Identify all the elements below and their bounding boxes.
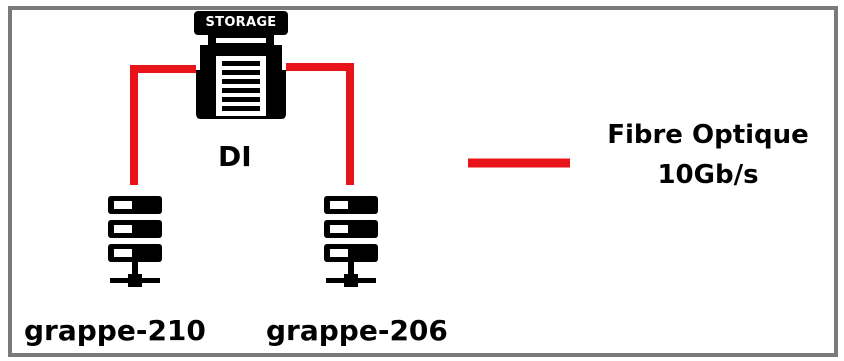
node-label-grappe-206: grappe-206: [266, 314, 448, 347]
storage-name-label: DI: [218, 140, 252, 173]
node-label-grappe-210: grappe-210: [24, 314, 206, 347]
legend-line1: Fibre Optique: [607, 120, 809, 150]
server-rack-icon: [324, 196, 378, 287]
storage-server-icon: [194, 11, 288, 119]
link-storage-grappe-206: [286, 63, 354, 185]
server-rack-icon: [108, 196, 162, 287]
legend-label: Fibre Optique 10Gb/s: [568, 115, 844, 195]
link-storage-grappe-210: [130, 65, 196, 185]
diagram-frame: [8, 6, 838, 357]
storage-badge-label: STORAGE: [205, 15, 277, 30]
legend-line2: 10Gb/s: [657, 160, 759, 190]
